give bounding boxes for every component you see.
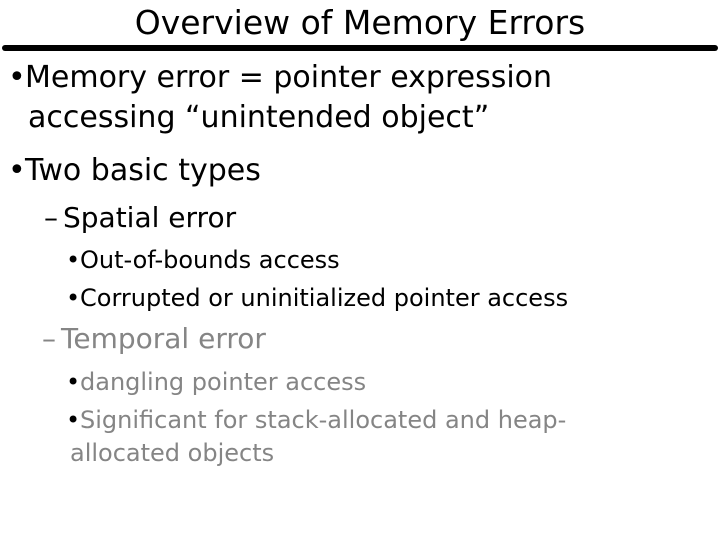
bullet-item-corrupted-pointer: • Corrupted or uninitialized pointer acc… <box>66 284 569 313</box>
bullet-text: Memory error = pointer expression <box>25 60 553 95</box>
bullet-icon: • <box>66 284 81 312</box>
bullet-text: Two basic types <box>25 153 261 188</box>
bullet-icon: • <box>66 246 81 274</box>
slide-title: Overview of Memory Errors <box>134 3 586 42</box>
bullet-item-two-basic-types: • Two basic types <box>8 153 261 189</box>
bullet-icon: • <box>66 368 81 396</box>
dash-item-spatial-error: – Spatial error <box>44 201 237 234</box>
bullet-text-wrap-line: allocated objects <box>70 439 275 467</box>
bullet-item-memory-error: • Memory error = pointer expression <box>8 60 553 96</box>
dash-icon: – <box>42 322 56 355</box>
bullet-text: dangling pointer access <box>80 368 367 396</box>
bullet-item-significant-stack-heap: • Significant for stack-allocated and he… <box>66 406 567 435</box>
bullet-text-wrap-line: accessing “unintended object” <box>28 100 490 135</box>
title-underline <box>2 45 718 51</box>
bullet-text: Significant for stack-allocated and heap… <box>80 406 567 434</box>
bullet-text: Corrupted or uninitialized pointer acces… <box>80 284 569 312</box>
bullet-icon: • <box>8 153 26 188</box>
dash-item-temporal-error: – Temporal error <box>42 322 266 355</box>
bullet-item-out-of-bounds: • Out-of-bounds access <box>66 246 340 275</box>
bullet-icon: • <box>66 406 81 434</box>
bullet-icon: • <box>8 60 26 95</box>
dash-text: Temporal error <box>61 322 266 355</box>
dash-text: Spatial error <box>63 201 237 234</box>
bullet-text: Out-of-bounds access <box>80 246 340 274</box>
bullet-item-dangling-pointer: • dangling pointer access <box>66 368 367 397</box>
dash-icon: – <box>44 201 58 234</box>
